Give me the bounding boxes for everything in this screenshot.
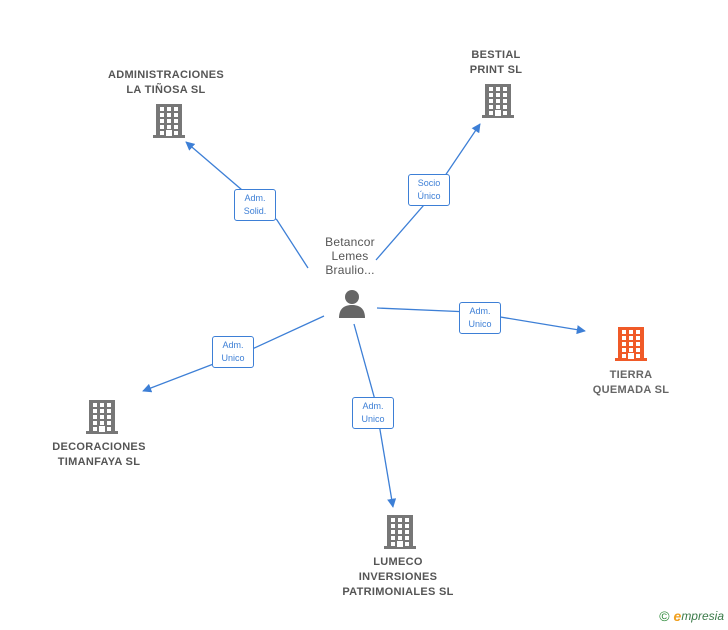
node-label-administraciones[interactable]: ADMINISTRACIONES LA TIÑOSA SL	[107, 69, 225, 96]
brand-initial: e	[673, 608, 682, 624]
copyright-icon: ©	[659, 608, 670, 624]
brand-name: mpresia	[681, 609, 724, 623]
building-icon[interactable]	[482, 84, 514, 118]
center-person-label[interactable]: Betancor Lemes Braulio...	[325, 235, 375, 277]
relation-label-tierra[interactable]: Adm. Unico	[459, 302, 501, 334]
node-label-lumeco[interactable]: LUMECO INVERSIONES PATRIMONIALES SL	[342, 556, 454, 598]
node-label-tierra[interactable]: TIERRA QUEMADA SL	[592, 369, 670, 396]
node-label-decoraciones[interactable]: DECORACIONES TIMANFAYA SL	[52, 441, 146, 468]
person-icon[interactable]	[337, 288, 367, 318]
building-icon[interactable]	[153, 104, 185, 138]
building-icon[interactable]	[615, 327, 647, 361]
building-icon[interactable]	[384, 515, 416, 549]
relation-label-lumeco[interactable]: Adm. Unico	[352, 397, 394, 429]
relation-label-administraciones[interactable]: Adm. Solid.	[234, 189, 276, 221]
relation-label-bestial[interactable]: Socio Único	[408, 174, 450, 206]
building-icon[interactable]	[86, 400, 118, 434]
node-label-bestial[interactable]: BESTIAL PRINT SL	[469, 49, 523, 76]
relation-label-decoraciones[interactable]: Adm. Unico	[212, 336, 254, 368]
edge-administraciones	[185, 141, 309, 269]
footer-brand[interactable]: © e mpresia	[659, 608, 724, 624]
